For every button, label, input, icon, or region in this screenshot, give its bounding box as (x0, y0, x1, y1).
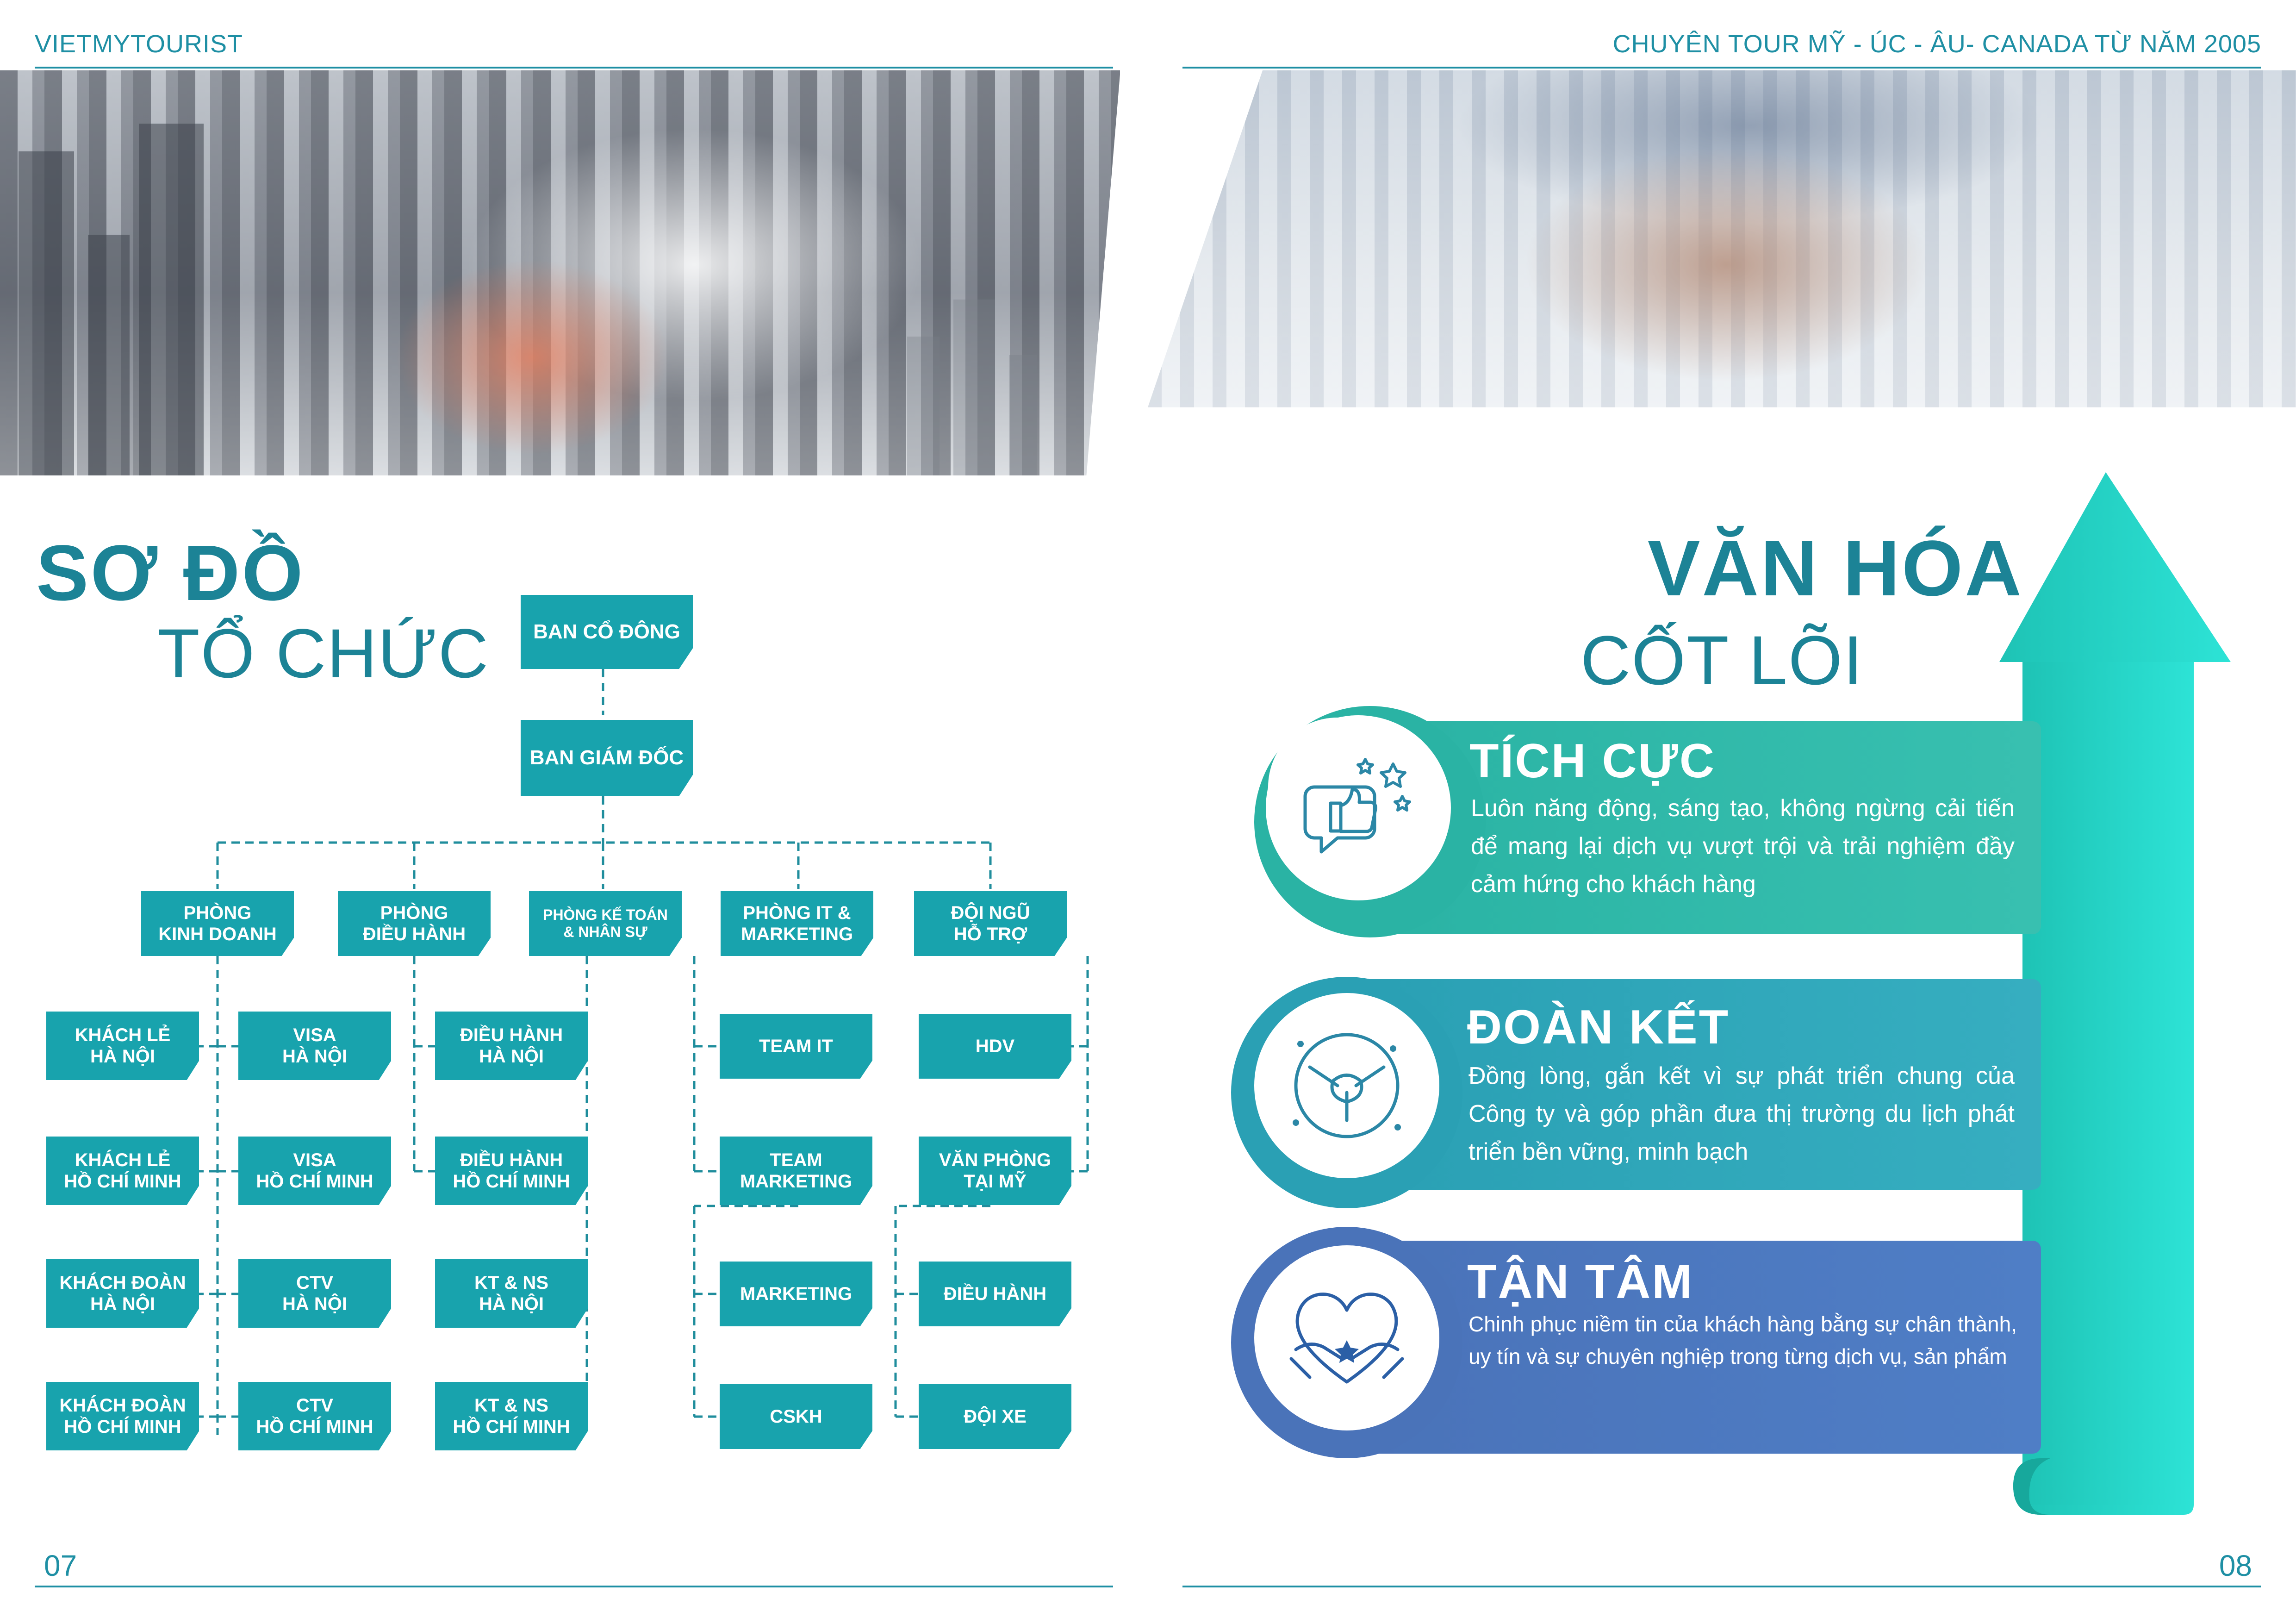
node-dept-it-marketing: PHÒNG IT &MARKETING (721, 891, 873, 956)
page-number-left: 07 (44, 1549, 77, 1582)
page-number-right: 08 (2219, 1549, 2252, 1582)
node-dept-accounting-hr: PHÒNG KẾ TOÁN& NHÂN SỰ (529, 891, 682, 956)
node-shareholders: BAN CỔ ĐÔNG (521, 595, 693, 669)
culture-title: VĂN HÓA (1648, 525, 2023, 612)
value-icon-bg-dedication (1254, 1245, 1439, 1430)
value-title-positive: TÍCH CỰC (1469, 734, 1716, 788)
heart-hands-icon (1289, 1293, 1404, 1384)
node-vehicle-team: ĐỘI XE (919, 1384, 1071, 1449)
node-tour-guides: HDV (919, 1014, 1071, 1079)
value-desc-positive: Luôn năng động, sáng tạo, không ngừng cả… (1471, 795, 2015, 898)
brand-name: VIETMYTOURIST (35, 30, 243, 58)
hero-photo-left (0, 70, 1120, 475)
node-board-of-directors: BAN GIÁM ĐỐC (521, 720, 693, 796)
value-band-dedication (1370, 1241, 2041, 1454)
value-icon-bg-positive (1266, 715, 1451, 900)
thumbs-up-icon (1303, 758, 1411, 854)
culture-subtitle: CỐT LÕI (1580, 621, 1864, 699)
growth-arrow (1999, 472, 2231, 1515)
header-tagline: CHUYÊN TOUR MỸ - ÚC - ÂU- CANADA TỪ NĂM … (1612, 30, 2261, 58)
footer-divider-right (1182, 1586, 2261, 1587)
header-divider-right (1182, 67, 2261, 69)
node-team-it: TEAM IT (720, 1014, 872, 1079)
node-customer-care: CSKH (720, 1384, 872, 1449)
node-marketing: MARKETING (720, 1262, 872, 1326)
org-chart-title: SƠ ĐỒ (36, 529, 305, 617)
value-icon-bg-unity (1254, 993, 1439, 1178)
org-chart-subtitle: TỔ CHỨC (157, 614, 490, 692)
hero-photo-right (1148, 70, 2296, 407)
value-title-unity: ĐOÀN KẾT (1467, 1000, 1730, 1054)
value-title-dedication: TẬN TÂM (1467, 1255, 1693, 1309)
header-divider-left (35, 67, 1113, 69)
value-desc-unity: Đồng lòng, gắn kết vì sự phát triển chun… (1468, 1062, 2015, 1165)
joined-hands-icon (1293, 1033, 1401, 1138)
footer-divider-left (35, 1586, 1113, 1587)
value-band-unity (1370, 979, 2041, 1190)
value-desc-dedication: Chinh phục niềm tin của khách hàng bằng … (1468, 1312, 2017, 1368)
node-support-operations: ĐIỀU HÀNH (919, 1262, 1071, 1326)
